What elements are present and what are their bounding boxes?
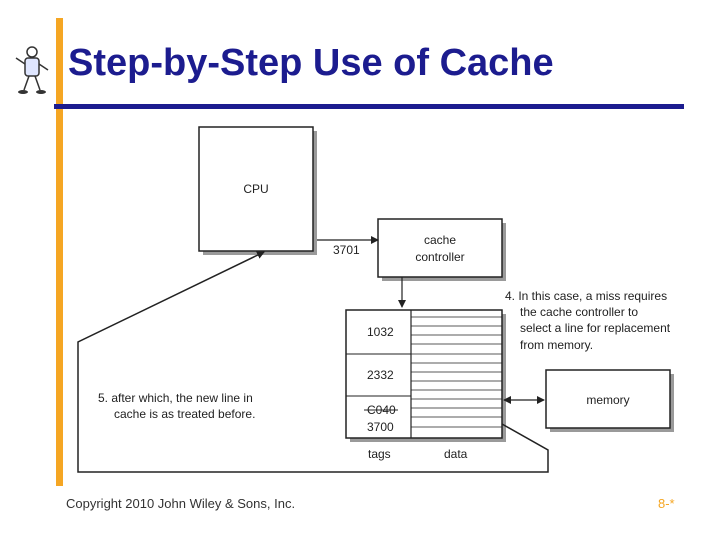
tag-1032: 1032 bbox=[367, 325, 394, 339]
cpu-label: CPU bbox=[243, 182, 268, 196]
accent-vertical-bar bbox=[56, 18, 63, 486]
copyright-footer: Copyright 2010 John Wiley & Sons, Inc. bbox=[66, 496, 296, 511]
cpu-box bbox=[198, 126, 317, 255]
data-header: data bbox=[444, 447, 468, 461]
note4-line4: from memory. bbox=[520, 338, 593, 352]
tag-3700: 3700 bbox=[367, 420, 394, 434]
cartoon-mascot-icon bbox=[15, 46, 49, 94]
tags-header: tags bbox=[368, 447, 391, 461]
controller-label-line1: cache bbox=[424, 233, 456, 247]
note5-line1: 5. after which, the new line in bbox=[98, 391, 253, 405]
slide-title: Step-by-Step Use of Cache bbox=[68, 42, 554, 84]
return-path-arrow bbox=[77, 251, 549, 473]
slide-number: 8-* bbox=[658, 496, 675, 511]
cache-data-lines bbox=[411, 316, 502, 428]
tag-2332: 2332 bbox=[367, 368, 394, 382]
note5-line2: cache is as treated before. bbox=[114, 407, 255, 421]
note4-line2: the cache controller to bbox=[520, 305, 638, 319]
controller-label-line2: controller bbox=[415, 250, 464, 264]
memory-label: memory bbox=[586, 393, 629, 407]
note4-line1: 4. In this case, a miss requires bbox=[505, 289, 667, 303]
memory-box bbox=[545, 369, 674, 432]
note4-line3: select a line for replacement bbox=[520, 321, 671, 335]
cache-controller-box bbox=[377, 218, 506, 281]
address-label: 3701 bbox=[333, 243, 360, 257]
title-underline bbox=[54, 104, 684, 109]
